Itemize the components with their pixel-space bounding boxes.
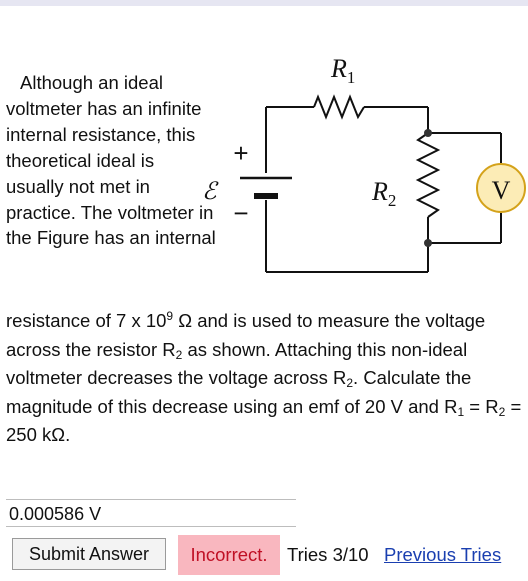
submit-answer-button[interactable]: Submit Answer — [12, 538, 166, 570]
subscript: 2 — [346, 376, 354, 390]
problem-text-4: . Calculate the magnitude of this decrea… — [6, 367, 472, 417]
subscript: 2 — [175, 347, 183, 362]
intro-text: Although an ideal voltmeter has an infin… — [6, 72, 216, 249]
r2-label: R2 — [371, 177, 396, 210]
problem-text-2: Ω and is used to measure the voltage acr… — [6, 310, 486, 360]
problem-statement: resistance of 7 x 109 Ω and is used to m… — [6, 307, 526, 450]
subscript: 2 — [498, 404, 506, 419]
tries-counter: Tries 3/10 — [287, 544, 369, 565]
problem-text-5: = R — [464, 395, 499, 417]
problem-text-1: resistance of 7 x 10 — [6, 310, 167, 331]
r1-label: R1 — [330, 54, 355, 87]
junction-dot-top — [424, 129, 432, 137]
voltmeter-label: V — [492, 176, 511, 205]
answer-input[interactable]: 0.000586 V — [6, 499, 296, 527]
exponent: 9 — [166, 309, 174, 323]
circuit-wires — [265, 94, 502, 273]
problem-text-3: as shown. Attaching this non-ideal voltm… — [6, 338, 468, 389]
intro-paragraph: Although an ideal voltmeter has an infin… — [6, 70, 216, 251]
junction-dot-bottom — [424, 239, 432, 247]
incorrect-feedback-badge: Incorrect. — [178, 535, 280, 575]
emf-label: ℰ — [202, 177, 219, 205]
problem-text-6: = 250 kΩ. — [6, 395, 522, 446]
subscript: 1 — [457, 404, 465, 419]
top-border — [0, 0, 528, 6]
plus-sign: + — [233, 138, 248, 168]
previous-tries-link[interactable]: Previous Tries — [384, 544, 502, 565]
voltmeter-symbol — [476, 163, 526, 213]
minus-sign: − — [233, 198, 248, 228]
circuit-diagram: V R1 R2 ℰ + − — [202, 54, 526, 273]
